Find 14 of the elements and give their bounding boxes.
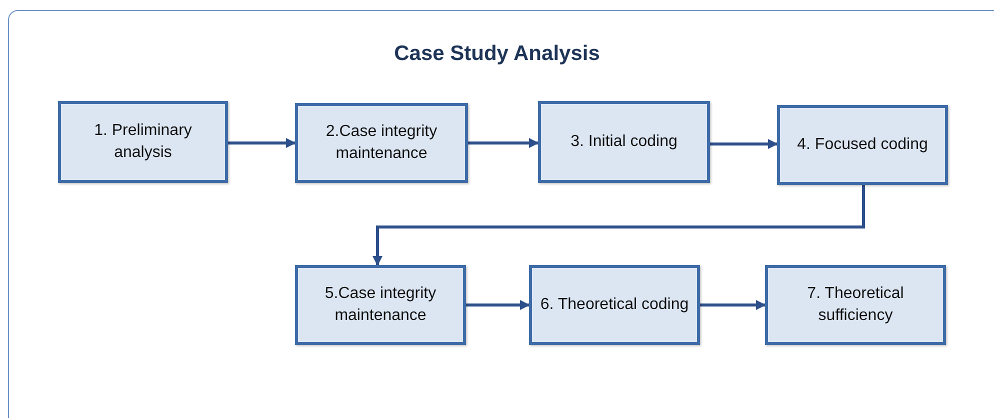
- process-box: 1. Preliminary analysis: [58, 101, 228, 183]
- process-box: 2.Case integrity maintenance: [295, 103, 468, 183]
- arrow: [468, 138, 539, 148]
- arrow: [710, 139, 778, 149]
- arrow: [372, 185, 865, 266]
- process-box: 7. Theoretical sufficiency: [765, 265, 946, 345]
- arrow: [228, 138, 296, 148]
- arrow: [466, 300, 530, 310]
- process-box: 4. Focused coding: [777, 105, 948, 185]
- diagram-title: Case Study Analysis: [393, 42, 601, 66]
- process-box: 3. Initial coding: [538, 101, 710, 183]
- process-box: 6. Theoretical coding: [529, 265, 700, 345]
- arrow: [700, 300, 766, 310]
- process-box: 5.Case integrity maintenance: [295, 265, 466, 345]
